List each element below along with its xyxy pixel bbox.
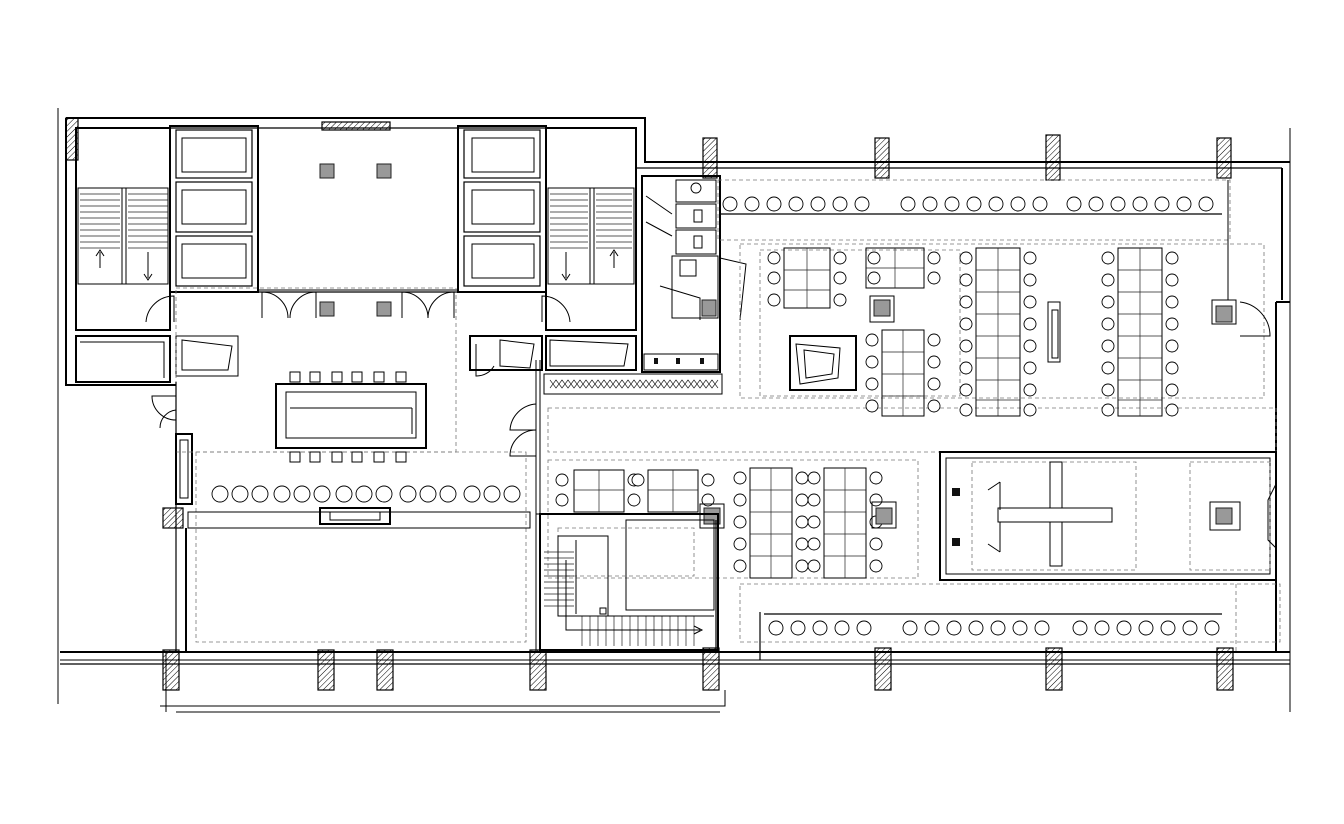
outer-walls [57,108,1291,713]
stair-east [469,127,637,377]
stair-treads-west [80,193,168,249]
open-office-south [547,459,1281,660]
window-seating-north [722,196,1214,212]
stair-south [539,513,719,651]
meeting-room [939,451,1277,581]
window-seating-south [768,620,1220,636]
meeting-pod [789,335,857,391]
desk-cluster-d [1101,247,1179,417]
open-office-north [547,179,1277,453]
lift-lobby [257,127,459,319]
planter [543,373,723,395]
stair-treads-east [550,193,632,249]
desk-cluster-e [555,469,715,513]
desk-cluster-c [959,247,1037,417]
stair-west [75,127,175,383]
toilets [641,175,747,373]
desk-cluster-a [767,247,941,309]
columns [65,117,1234,691]
reception [151,287,541,652]
lift-bank-west [169,125,259,293]
lift-bank-east [457,125,547,293]
interior-partitions [175,360,1237,652]
lounge-seating-row [211,485,521,503]
reception-desk-stools [289,371,407,463]
stair-treads-south [544,551,695,646]
desk-cluster-f [733,467,883,579]
desk-cluster-b [865,329,941,417]
